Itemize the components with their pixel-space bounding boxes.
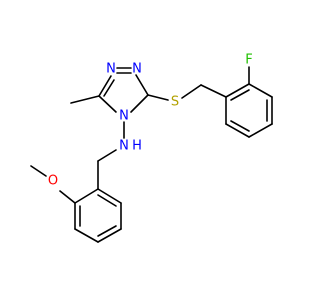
bond-s-ch2	[181, 84, 202, 99]
atom-nh-label: N	[119, 139, 129, 154]
atom-labels: N N N S F N H O	[48, 53, 253, 189]
atom-n1-label: N	[106, 62, 116, 77]
bond-fb-3	[248, 123, 273, 138]
bond-mb-6-inner	[97, 194, 117, 207]
atom-n4: N	[119, 109, 129, 124]
bond-fb-2-inner	[230, 120, 250, 132]
bond-fb-6	[225, 83, 250, 98]
bond-fb-5	[248, 83, 273, 98]
atom-s: S	[171, 95, 179, 110]
bond-mb-6	[97, 188, 122, 204]
atom-nh: N H	[119, 139, 142, 154]
bond-fb-2	[225, 123, 250, 138]
atom-o-label: O	[48, 174, 58, 189]
bond-n4-c5	[98, 95, 117, 113]
atom-s-label: S	[171, 95, 179, 110]
bond-mb-1	[74, 188, 99, 204]
bond-mb-4	[97, 228, 122, 243]
bond-c-o	[59, 190, 76, 204]
bond-c3-n4	[130, 94, 149, 113]
atom-n4-label: N	[119, 109, 129, 124]
bond-c3-s	[147, 94, 169, 101]
bond-mb-4-inner	[97, 225, 117, 237]
bond-n2-c3	[135, 74, 149, 96]
bond-ch2-ar	[200, 84, 227, 98]
bond-mb-3	[74, 228, 99, 243]
atom-n1: N	[106, 62, 116, 77]
atom-n2: N	[132, 62, 142, 77]
atom-f: F	[245, 53, 252, 68]
bond-c5-n1	[98, 75, 112, 97]
bond-o-ch3	[30, 165, 47, 177]
atom-o: O	[48, 174, 58, 189]
bond-nh-ch2	[97, 149, 117, 162]
atom-f-label: F	[245, 53, 252, 68]
bond-fb-6-inner	[230, 89, 250, 101]
atom-h-label: H	[132, 139, 142, 154]
bond-c5-n1-double	[103, 79, 115, 97]
bond-c5-methyl	[70, 95, 100, 104]
molecule-structure-diagram: N N N S F N H O	[30, 53, 273, 243]
atom-n2-label: N	[132, 62, 142, 77]
bonds	[30, 66, 273, 243]
